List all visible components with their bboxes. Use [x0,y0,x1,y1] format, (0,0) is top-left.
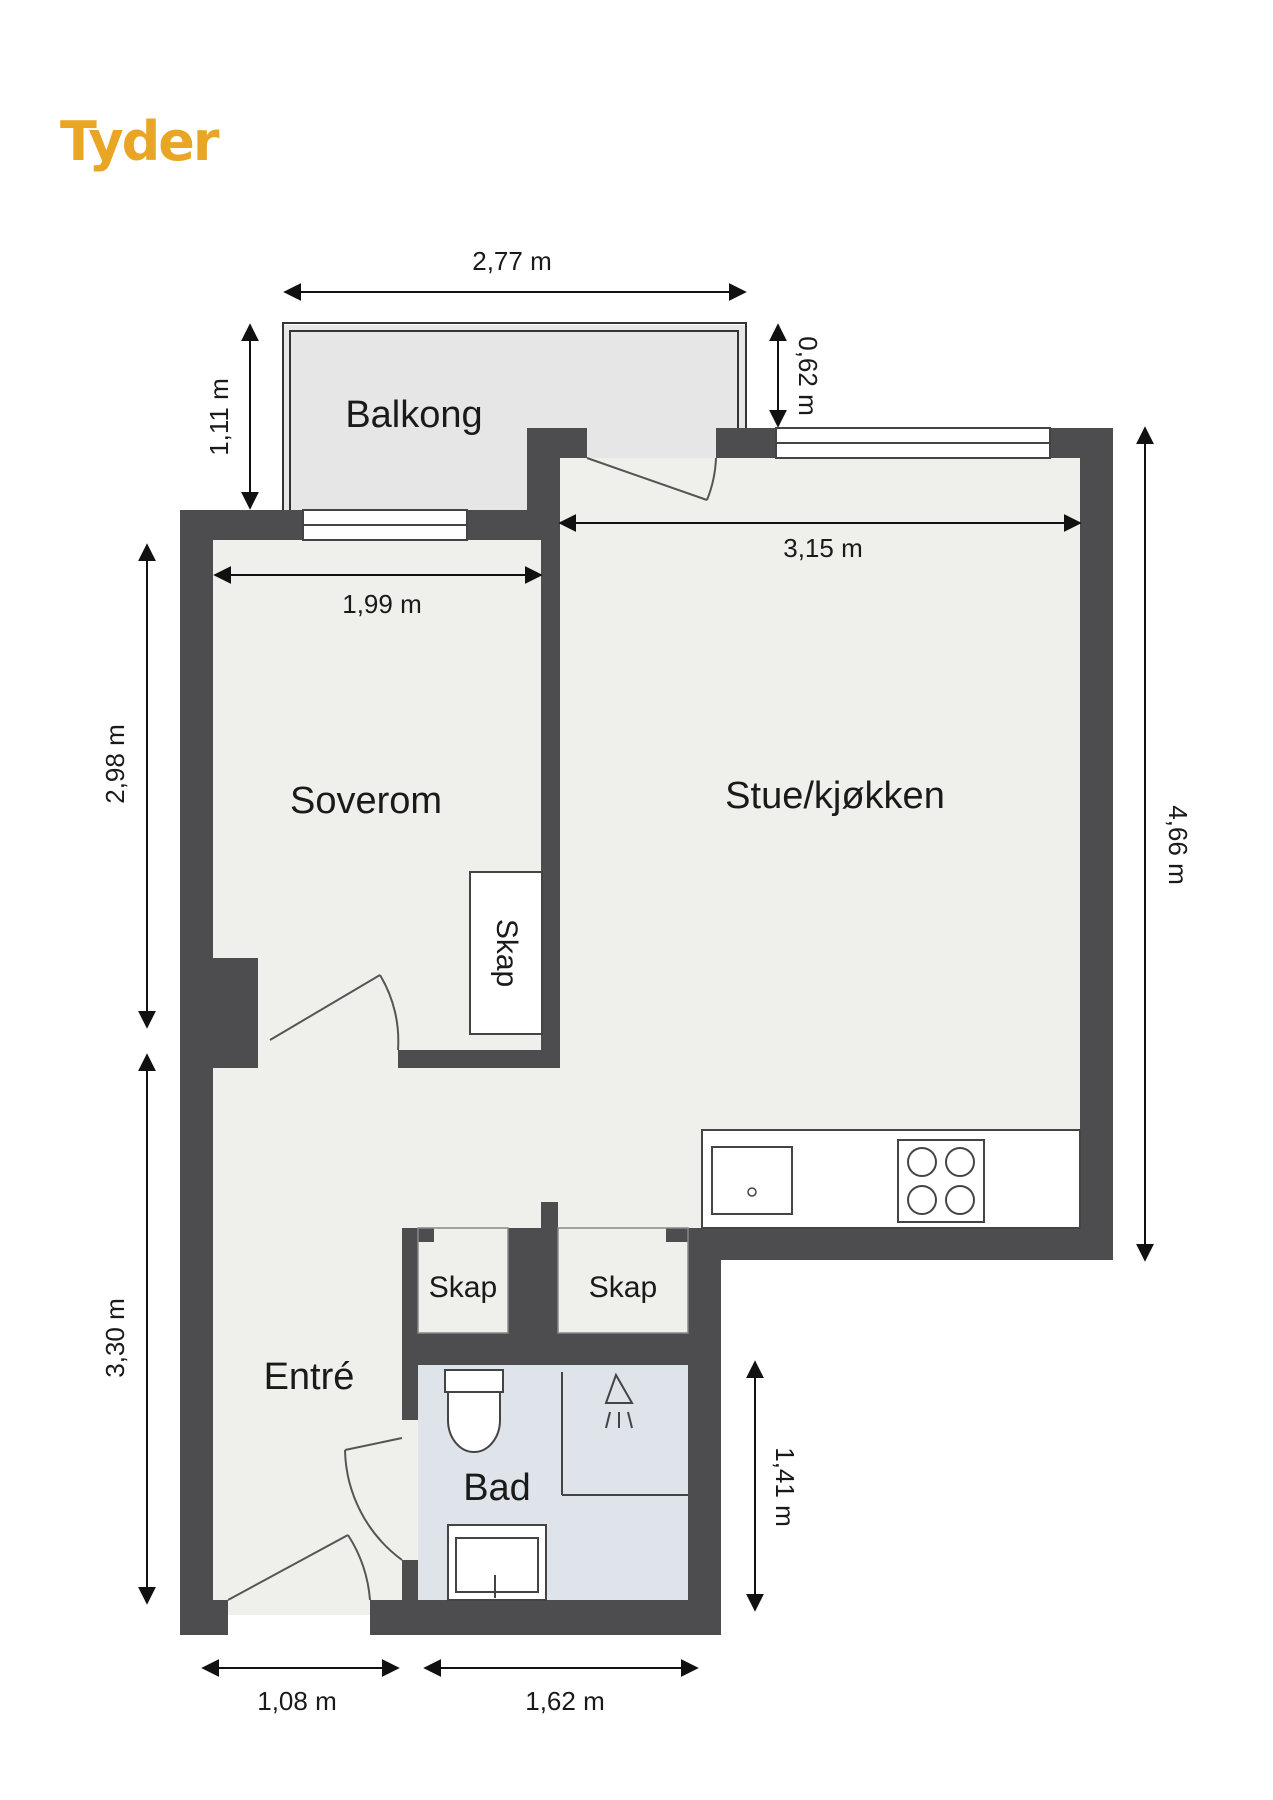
sink-drain [747,1187,757,1197]
door-bathroom [344,1437,403,1561]
windows [302,427,1051,541]
door-bedroom [269,974,400,1051]
wall [541,1202,558,1242]
closet-1-front [417,1227,509,1334]
balcony-railing-inner [289,330,739,510]
window-living [775,427,1051,459]
hall-connector-floor [400,1050,700,1228]
wall [398,1050,560,1068]
bath-sink [447,1524,547,1601]
wall [180,1600,228,1635]
wall [402,1228,418,1420]
wall [402,1333,721,1365]
room-label-bad: Bad [463,1467,531,1509]
wall [180,510,303,540]
bedroom-wardrobe [469,871,543,1035]
closet-floor-2 [558,1228,688,1333]
dim-bedroom-depth: 2,98 m [100,724,130,804]
closet-2-front [557,1227,689,1334]
room-label-soverom: Soverom [290,780,442,822]
cooktop [897,1139,985,1223]
room-label-stue: Stue/kjøkken [725,775,945,817]
window-bedroom [302,509,468,541]
door-entrance [227,1534,371,1601]
wall [527,428,587,458]
burner [945,1185,975,1215]
closet-label-bedroom: Skap [490,919,523,987]
wall [402,1560,418,1615]
dimension-labels: 2,77 m 1,11 m 0,62 m 3,15 m 4,66 m 1,99 … [100,246,1193,1716]
brand-logo: Tyder [60,110,220,173]
dim-balcony-depth: 1,11 m [204,378,234,456]
wall [688,1228,1113,1260]
room-labels: Balkong Soverom Stue/kjøkken Entré Bad S… [264,394,945,1509]
walls [180,428,1113,1635]
closet-floor-1 [418,1228,508,1333]
fixtures [417,871,1081,1601]
dim-bath-depth: 1,41 m [770,1447,800,1527]
wall [688,1228,721,1635]
dim-bedroom-width: 1,99 m [342,589,422,619]
shower [561,1372,688,1496]
burner [907,1147,937,1177]
doors [227,457,717,1601]
dim-living-width: 3,15 m [783,533,863,563]
dim-living-depth: 4,66 m [1163,805,1193,885]
dim-bath-width: 1,62 m [525,1686,605,1716]
kitchen-sink [711,1146,793,1215]
toilet [444,1369,504,1453]
wall [213,958,258,1068]
balcony-railing [282,322,747,510]
door-balcony [586,457,717,501]
wall [1080,428,1113,1260]
dim-balcony-width: 2,77 m [472,246,552,276]
floors [213,458,1080,1615]
wall [666,1228,688,1242]
burner [945,1147,975,1177]
room-label-entre: Entré [264,1356,355,1398]
wall [541,540,560,1068]
dimension-lines [138,283,1154,1677]
dim-hall-depth: 3,30 m [100,1298,130,1378]
room-label-balkong: Balkong [345,394,482,436]
wall [716,428,776,458]
dim-hall-width: 1,08 m [257,1686,337,1716]
closet-label-hall-2: Skap [589,1271,657,1304]
burner [907,1185,937,1215]
wall [180,510,213,1635]
wall [370,1600,721,1635]
closet-label-hall-1: Skap [429,1271,497,1304]
dim-balcony-step: 0,62 m [793,336,823,416]
